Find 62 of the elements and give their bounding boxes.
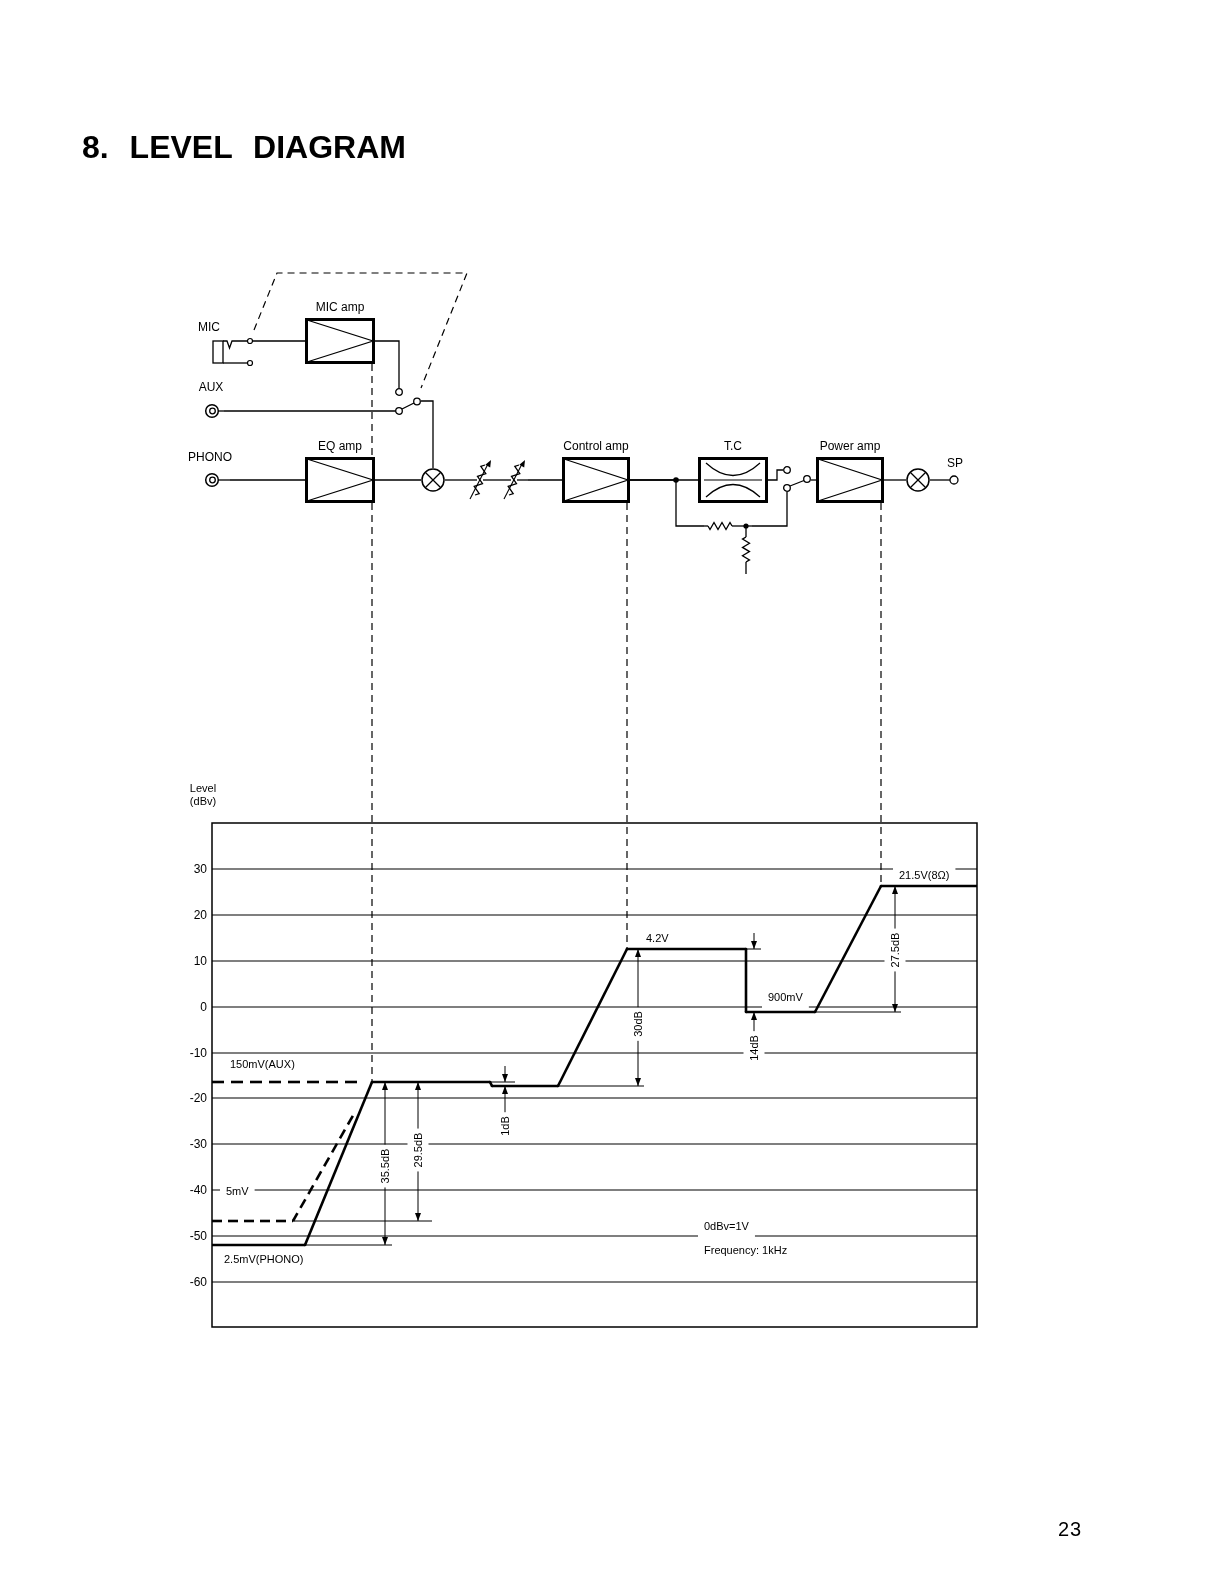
terminal-label: SP	[947, 456, 963, 470]
axis-tick-label: 0	[200, 1000, 207, 1014]
dimension-label: 35.5dB	[378, 1146, 392, 1186]
wire	[629, 479, 705, 527]
axis-title: Level (dBv)	[188, 782, 218, 808]
axis-tick-label: 20	[193, 908, 207, 922]
block-label: MIC amp	[315, 300, 365, 314]
page-title: 8. LEVEL DIAGRAM	[82, 128, 406, 166]
wire	[444, 479, 467, 481]
wire	[751, 491, 788, 527]
chart-annotation: 4.2V	[644, 931, 671, 945]
page-number: 23	[1058, 1518, 1083, 1540]
wire	[929, 479, 945, 481]
axis-tick-label: -10	[189, 1046, 207, 1060]
projection-line	[626, 502, 628, 949]
jack-label: MIC	[198, 320, 220, 334]
dimension-label: 14dB	[747, 1033, 761, 1063]
projection-line	[371, 502, 373, 1082]
chart-annotation: 900mV	[766, 990, 805, 1004]
wire	[223, 410, 396, 412]
dimension-label: 1dB	[498, 1114, 512, 1138]
wire	[420, 400, 434, 469]
dimension-label: 29.5dB	[411, 1130, 425, 1170]
block-label: T.C	[724, 439, 742, 453]
chart-annotation: 150mV(AUX)	[228, 1057, 297, 1071]
axis-tick-label: -50	[189, 1229, 207, 1243]
crossed-circle-symbol	[906, 468, 930, 492]
axis-tick-label: -60	[189, 1275, 207, 1289]
wire	[883, 479, 907, 481]
wire	[374, 340, 400, 389]
variable-resistor-symbol	[466, 458, 494, 502]
axis-tick-label: 10	[193, 954, 207, 968]
wire	[229, 479, 306, 481]
wire	[767, 469, 784, 481]
block-label: EQ amp	[318, 439, 362, 453]
axis-tick-label: -40	[189, 1183, 207, 1197]
wire	[810, 479, 817, 481]
wire	[374, 479, 422, 481]
crossed-circle-symbol	[421, 468, 445, 492]
block-label: Power amp	[819, 439, 881, 453]
chart-annotation: 2.5mV(PHONO)	[222, 1252, 306, 1266]
resistor-network-symbol	[704, 519, 752, 574]
block-label: Control amp	[563, 439, 629, 453]
chart-annotation: 5mV	[224, 1184, 251, 1198]
switch-symbol	[783, 466, 811, 492]
dimension-label: 30dB	[631, 1009, 645, 1039]
wire	[527, 479, 563, 481]
dimension-label: 27.5dB	[888, 930, 902, 970]
chart-annotation: Frequency: 1kHz	[702, 1243, 790, 1257]
chart-annotation: 21.5V(8Ω)	[897, 868, 952, 882]
variable-resistor-symbol	[500, 458, 528, 502]
jack-label: AUX	[198, 380, 224, 394]
axis-tick-label: 30	[193, 862, 207, 876]
chart-annotation: 0dBv=1V	[702, 1219, 751, 1233]
linkage-line	[253, 272, 468, 389]
axis-tick-label: -20	[189, 1091, 207, 1105]
wire	[493, 479, 501, 481]
jack-label: PHONO	[188, 450, 232, 464]
axis-tick-label: -30	[189, 1137, 207, 1151]
wire	[253, 340, 306, 342]
projection-line	[371, 363, 373, 458]
switch-symbol	[395, 388, 421, 415]
